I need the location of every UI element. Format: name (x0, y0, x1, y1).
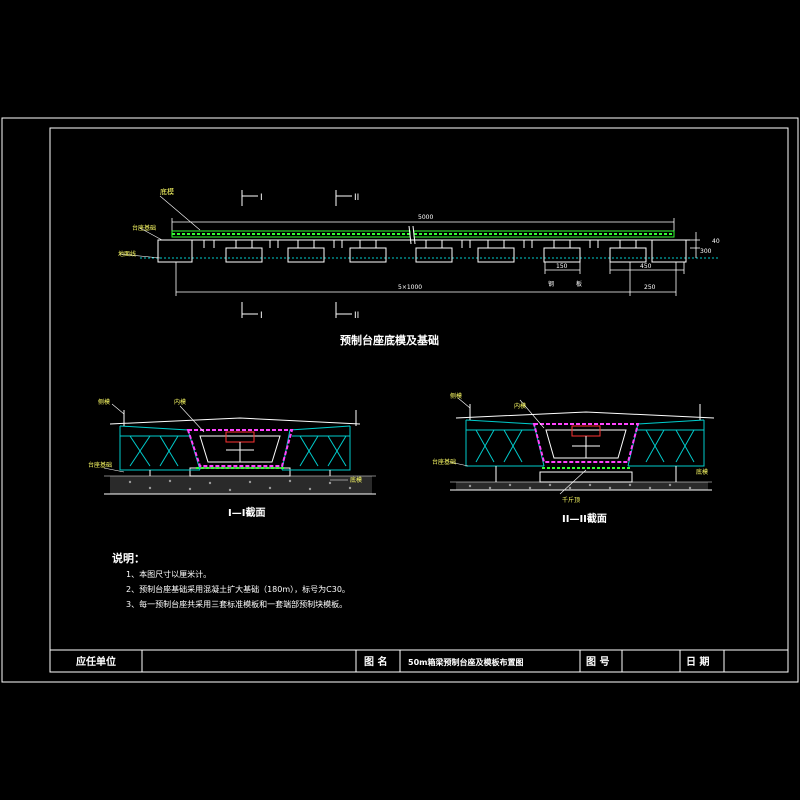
elevation-view (119, 190, 720, 318)
section2-label-jack: 千斤顶 (562, 496, 580, 504)
section-2-view (449, 397, 715, 495)
elevation-label-pedestal: 台座基础 (132, 224, 156, 232)
notes-item-1: 1、本图尺寸以厘米计。 (126, 569, 211, 579)
elevation-section-i-bottom: I (260, 311, 263, 321)
title-block-number-label: 图 号 (586, 656, 609, 668)
section2-label-base: 台座基础 (432, 458, 456, 466)
section2-label-side-form: 侧模 (450, 392, 462, 400)
elevation-label-plate: 板 (576, 280, 582, 288)
elevation-section-ii-bottom: II (354, 311, 359, 321)
notes-heading: 说明： (112, 551, 145, 565)
elevation-dim-a: 150 (556, 263, 568, 270)
notes-item-3: 3、每一预制台座共采用三套标准模板和一套端部预制块模板。 (126, 599, 347, 609)
title-block-unit-label: 应任单位 (76, 655, 116, 668)
title-block-name-label: 图 名 (364, 655, 387, 668)
section1-label-base: 台座基础 (88, 461, 112, 469)
elevation-dim-c: 250 (644, 284, 656, 291)
elevation-label-steel: 钢 (548, 280, 554, 288)
section1-label-bottom: 底模 (350, 476, 362, 484)
elevation-dim-total: 5000 (418, 214, 433, 221)
title-block-drawing-name: 50m箱梁预制台座及模板布置图 (408, 657, 523, 667)
section-1-view (103, 403, 376, 495)
elevation-dim-d: 300 (700, 248, 712, 255)
section2-label-bottom: 底模 (696, 468, 708, 476)
section1-title: I—I截面 (228, 506, 265, 519)
elevation-title: 预制台座底模及基础 (340, 333, 439, 347)
elevation-section-ii-top: II (354, 193, 359, 203)
title-block-date-label: 日 期 (686, 655, 709, 668)
elevation-section-i-top: I (260, 193, 263, 203)
elevation-dim-overall: 5×1000 (398, 284, 422, 291)
notes-item-2: 2、预制台座基础采用混凝土扩大基础（180m），标号为C30。 (126, 584, 350, 594)
title-block (50, 649, 788, 672)
section2-label-inner-form: 内模 (514, 402, 526, 410)
elevation-label-ground: 地面线 (118, 250, 136, 258)
elevation-label-bottom-form: 底模 (160, 187, 174, 196)
section1-label-inner-form: 内模 (174, 398, 186, 406)
outer-frame (1, 117, 799, 683)
elevation-dim-b: 450 (640, 263, 652, 270)
elevation-dim-e: 40 (712, 238, 720, 245)
inner-frame (49, 127, 789, 673)
section1-label-side-form: 侧模 (98, 398, 110, 406)
section2-title: II—II截面 (562, 512, 607, 525)
